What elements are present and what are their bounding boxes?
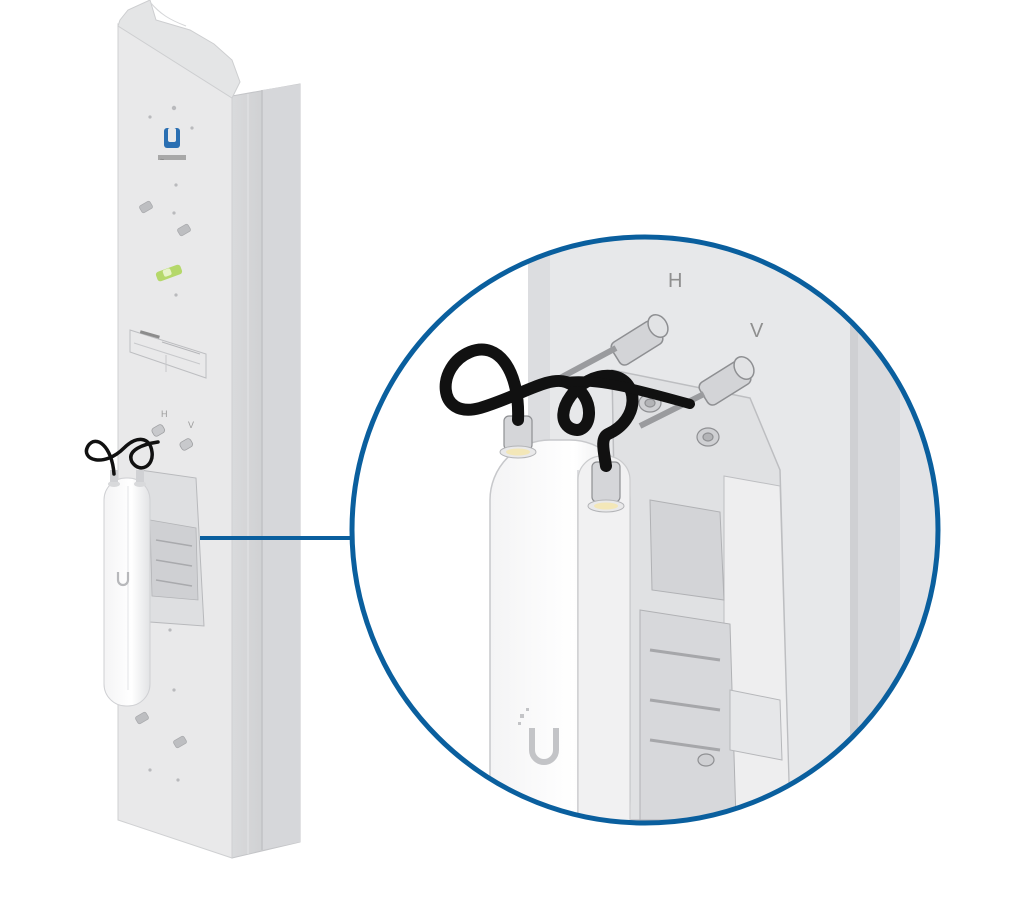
- zoom-v-port-label: V: [750, 320, 764, 342]
- jumper-cable-large: [439, 343, 639, 472]
- zoom-h-port-label: H: [668, 270, 682, 292]
- sector-antenna: ~: [84, 0, 301, 859]
- product-label-plate: [129, 329, 207, 379]
- jumper-cable-small: [84, 437, 160, 476]
- radio-unit: [103, 470, 151, 707]
- zoom-v-connector: [638, 356, 755, 429]
- antenna-h-port-label: H: [161, 409, 168, 419]
- zoom-callout: H V: [349, 234, 941, 826]
- logo-wordmark-mark: ~: [160, 157, 164, 164]
- antenna-connectors: [151, 424, 193, 451]
- zoom-radio-unit: [489, 415, 631, 823]
- zoom-callout-ring: [349, 234, 941, 826]
- bubble-level-icon: [155, 264, 183, 282]
- antenna-top-cap: [117, 0, 241, 99]
- radio-mount-bracket: [139, 469, 205, 627]
- antenna-v-port-label: V: [188, 420, 194, 430]
- brand-logo-icon: ~: [158, 128, 186, 164]
- mount-bosses: [135, 200, 191, 749]
- radio-logo-icon: [116, 572, 130, 587]
- zoom-radio-logo-icon: [529, 728, 559, 765]
- zoom-h-connector: [558, 314, 669, 381]
- mounting-holes: [148, 105, 194, 782]
